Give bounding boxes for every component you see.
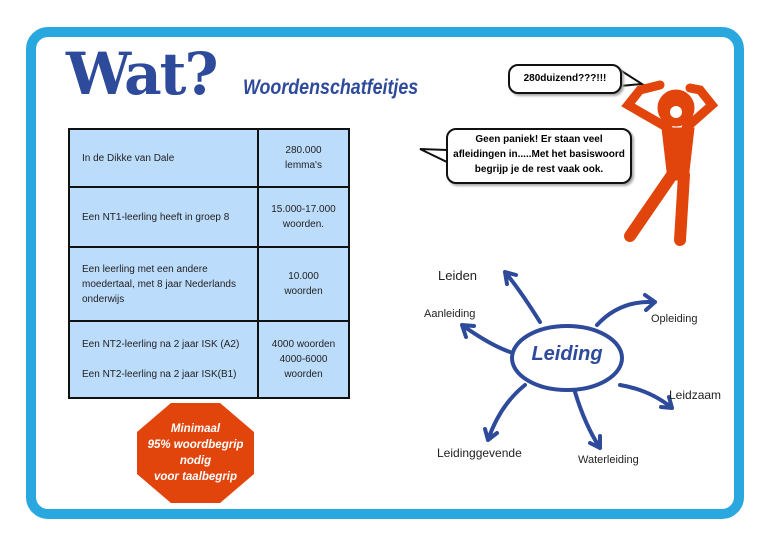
row-label: Een leerling met een andere moedertaal, … bbox=[68, 246, 259, 322]
row-label: Een NT1-leerling heeft in groep 8 bbox=[68, 186, 259, 248]
page-frame bbox=[26, 27, 744, 519]
mindmap-word: Leidinggevende bbox=[437, 446, 522, 460]
mindmap-arrows-icon bbox=[460, 270, 674, 450]
mindmap-word: Waterleiding bbox=[578, 454, 639, 466]
table-row: Een NT2-leerling na 2 jaar ISK (A2)Een N… bbox=[68, 320, 350, 399]
subtitle: Woordenschatfeitjes bbox=[243, 76, 419, 99]
mindmap-word: Leidzaam bbox=[669, 388, 722, 402]
mindmap-word: Opleiding bbox=[651, 313, 698, 325]
mindmap-word: Aanleiding bbox=[424, 308, 476, 320]
title: Wat? bbox=[66, 40, 218, 108]
table-row: Een leerling met een andere moedertaal, … bbox=[68, 246, 350, 322]
row-label: In de Dikke van Dale bbox=[68, 128, 259, 188]
panicking-person-icon bbox=[621, 80, 719, 246]
mindmap-center: Leiding bbox=[531, 343, 603, 365]
speech-bubble-shock: 280duizend???!!! bbox=[508, 64, 622, 94]
row-label: Een NT2-leerling na 2 jaar ISK (A2)Een N… bbox=[68, 320, 259, 399]
speech-bubble-calm: Geen paniek! Er staan veel afleidingen i… bbox=[446, 128, 632, 184]
mindmap-word: Leiden bbox=[438, 268, 478, 283]
